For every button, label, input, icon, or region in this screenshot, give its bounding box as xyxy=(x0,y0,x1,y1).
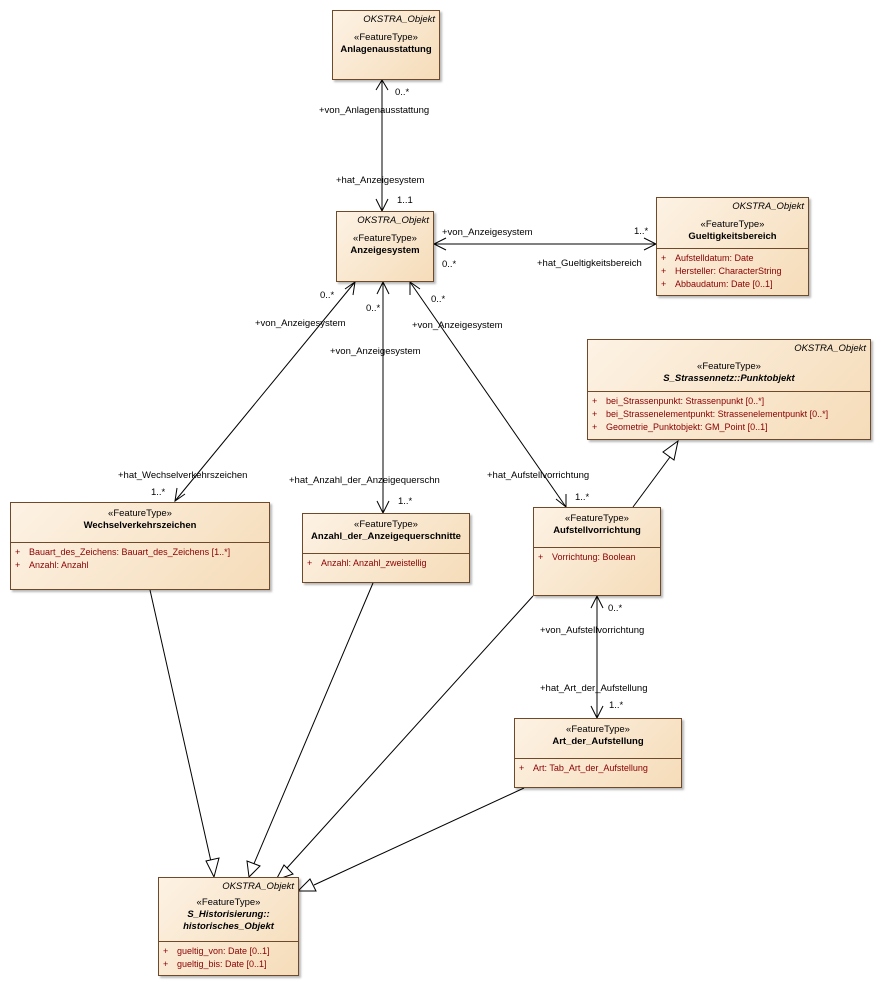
class-name: S_Strassennetz::Punktobjekt xyxy=(663,373,795,384)
multiplicity-label: 1..1 xyxy=(397,195,413,206)
stereotype-label: «FeatureType» xyxy=(353,233,417,244)
gen-art-hist xyxy=(313,787,525,886)
class-wechselverkehrszeichen[interactable]: «FeatureType» Wechselverkehrszeichen +Ba… xyxy=(10,502,270,590)
attribute: +Geometrie_Punktobjekt: GM_Point [0..1] xyxy=(592,422,768,432)
multiplicity-label: 0..* xyxy=(442,259,457,270)
package-label: OKSTRA_Objekt xyxy=(794,343,866,354)
role-label: +hat_Wechselverkehrszeichen xyxy=(118,470,248,481)
role-label: +von_Anzeigesystem xyxy=(442,227,533,238)
attribute: +Aufstelldatum: Date xyxy=(661,253,754,263)
role-label: +von_Anzeigesystem xyxy=(255,318,346,329)
assoc-anzeigesystem-aufstell xyxy=(409,281,567,508)
class-name: Anzahl_der_Anzeigequerschnitte xyxy=(311,531,461,542)
class-name-line2: historisches_Objekt xyxy=(183,921,274,932)
role-label: +hat_Aufstellvorrichtung xyxy=(487,470,590,481)
stereotype-label: «FeatureType» xyxy=(697,361,761,372)
attribute-compartment: +Vorrichtung: Boolean xyxy=(534,547,660,598)
multiplicity-label: 1..* xyxy=(575,492,590,503)
stereotype-label: «FeatureType» xyxy=(196,897,261,908)
attribute: +Hersteller: CharacterString xyxy=(661,266,782,276)
role-label: +hat_Anzahl_der_Anzeigequerschn xyxy=(289,475,440,486)
stereotype-label: «FeatureType» xyxy=(700,219,765,230)
class-historisches-objekt[interactable]: OKSTRA_Objekt «FeatureType» S_Historisie… xyxy=(158,877,299,976)
multiplicity-label: 0..* xyxy=(608,603,623,614)
arrowhead-anzahl-top xyxy=(376,280,390,295)
stereotype-label: «FeatureType» xyxy=(566,724,630,735)
gen-aufstell-hist xyxy=(286,595,534,869)
class-name-line1: S_Historisierung:: xyxy=(187,909,270,920)
class-name: Anzeigesystem xyxy=(350,245,420,256)
attribute-compartment: +bei_Strassenpunkt: Strassenpunkt [0..*]… xyxy=(588,391,870,437)
attribute: +Art: Tab_Art_der_Aufstellung xyxy=(519,763,648,773)
attribute: +Bauart_des_Zeichens: Bauart_des_Zeichen… xyxy=(15,547,231,557)
arrowhead-wvz xyxy=(174,487,186,503)
role-label: +hat_Art_der_Aufstellung xyxy=(540,683,648,694)
multiplicity-label: 1..* xyxy=(398,496,413,507)
arrowhead-aufstell-bottom xyxy=(590,594,604,609)
stereotype-label: «FeatureType» xyxy=(565,513,629,524)
gen-anzahl-hist xyxy=(252,582,374,867)
attribute-compartment: +Bauart_des_Zeichens: Bauart_des_Zeichen… xyxy=(11,542,269,575)
multiplicity-label: 0..* xyxy=(320,290,335,301)
role-label: +von_Anzeigesystem xyxy=(330,346,421,357)
attribute: +gueltig_bis: Date [0..1] xyxy=(163,959,267,969)
role-label: +von_Anzeigesystem xyxy=(412,320,503,331)
attribute-compartment: +Aufstelldatum: Date +Hersteller: Charac… xyxy=(657,248,808,294)
arrowhead-wvz-top xyxy=(344,280,356,296)
stereotype-label: «FeatureType» xyxy=(354,32,418,43)
class-anlagenausstattung[interactable]: OKSTRA_Objekt «FeatureType» Anlagenausst… xyxy=(332,10,440,80)
multiplicity-label: 1..* xyxy=(609,700,624,711)
attribute-compartment: +Anzahl: Anzahl_zweistellig xyxy=(303,553,469,573)
class-aufstellvorrichtung[interactable]: «FeatureType» Aufstellvorrichtung +Vorri… xyxy=(533,507,661,596)
multiplicity-label: 1..* xyxy=(634,226,649,237)
arrowhead-anlagen xyxy=(375,79,389,91)
attribute: +bei_Strassenelementpunkt: Strasseneleme… xyxy=(592,409,829,419)
class-name: Gueltigkeitsbereich xyxy=(688,231,777,242)
role-label: +hat_Gueltigkeitsbereich xyxy=(537,258,642,269)
arrowhead-anzeigesystem-right xyxy=(432,237,447,251)
attribute-compartment: +gueltig_von: Date [0..1] +gueltig_bis: … xyxy=(159,941,298,974)
multiplicity-label: 1..* xyxy=(151,487,166,498)
class-name: Wechselverkehrszeichen xyxy=(83,520,197,531)
multiplicity-label: 0..* xyxy=(366,303,381,314)
package-label: OKSTRA_Objekt xyxy=(357,215,429,226)
attribute: +Anzahl: Anzahl_zweistellig xyxy=(307,558,427,568)
gen-arrow-anzahl xyxy=(246,860,261,879)
multiplicity-label: 0..* xyxy=(395,87,410,98)
role-label: +von_Anlagenausstattung xyxy=(319,105,430,116)
stereotype-label: «FeatureType» xyxy=(354,519,418,530)
attribute: +Anzahl: Anzahl xyxy=(15,560,89,570)
class-name: Anlagenausstattung xyxy=(340,44,432,55)
class-name: Aufstellvorrichtung xyxy=(553,525,641,536)
package-label: OKSTRA_Objekt xyxy=(222,881,294,892)
role-label: +hat_Anzeigesystem xyxy=(336,175,425,186)
role-label: +von_Aufstellvorrichtung xyxy=(540,625,645,636)
arrowhead-aufstell-top xyxy=(409,281,421,295)
gen-arrow-wvz xyxy=(205,857,220,879)
gen-wvz-hist xyxy=(149,589,213,867)
package-label: OKSTRA_Objekt xyxy=(363,14,435,25)
class-name: Art_der_Aufstellung xyxy=(552,736,644,747)
package-label: OKSTRA_Objekt xyxy=(732,201,804,212)
attribute: +bei_Strassenpunkt: Strassenpunkt [0..*] xyxy=(592,396,765,406)
class-punktobjekt[interactable]: OKSTRA_Objekt «FeatureType» S_Strassenne… xyxy=(587,339,871,440)
class-anzahl-der-anzeigequerschnitte[interactable]: «FeatureType» Anzahl_der_Anzeigequerschn… xyxy=(302,513,470,583)
gen-aufstell-punkt xyxy=(632,456,671,508)
attribute: +Abbaudatum: Date [0..1] xyxy=(661,279,773,289)
gen-arrow-art xyxy=(296,878,317,892)
assoc-anzeigesystem-wvz xyxy=(174,281,356,502)
attribute: +Vorrichtung: Boolean xyxy=(538,552,636,562)
multiplicity-label: 0..* xyxy=(431,294,446,305)
gen-arrow-punktobjekt xyxy=(662,439,679,461)
class-anzeigesystem[interactable]: OKSTRA_Objekt «FeatureType» Anzeigesyste… xyxy=(336,211,434,282)
attribute: +gueltig_von: Date [0..1] xyxy=(163,946,270,956)
class-art-der-aufstellung[interactable]: «FeatureType» Art_der_Aufstellung +Art: … xyxy=(514,718,682,788)
stereotype-label: «FeatureType» xyxy=(108,508,172,519)
attribute-compartment: +Art: Tab_Art_der_Aufstellung xyxy=(515,758,681,778)
class-gueltigkeitsbereich[interactable]: OKSTRA_Objekt «FeatureType» Gueltigkeits… xyxy=(656,197,809,296)
